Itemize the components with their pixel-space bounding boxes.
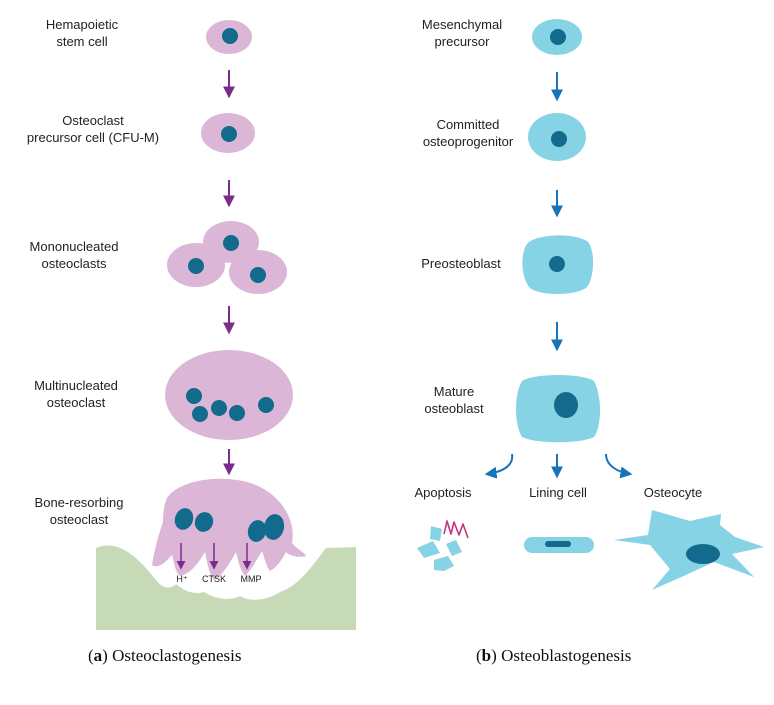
panel-osteoblastogenesis: Mesenchymal precursor Committed osteopro… bbox=[414, 17, 764, 590]
bone-resorbing-osteoclast bbox=[152, 478, 306, 580]
stage-label-mature-osteoblast-line2: osteoblast bbox=[424, 401, 484, 416]
stage-label-mesenchymal-line2: precursor bbox=[435, 34, 491, 49]
osteocyte bbox=[614, 510, 764, 590]
stage-label-multinucleated-line2: osteoclast bbox=[47, 395, 106, 410]
osteoclast-precursor-cell bbox=[201, 113, 255, 153]
mesenchymal-precursor-cell bbox=[532, 19, 582, 55]
fate-label-osteocyte: Osteocyte bbox=[644, 485, 703, 500]
arrow-to-osteocyte bbox=[605, 453, 633, 479]
stage-label-hemapoietic-line2: stem cell bbox=[56, 34, 107, 49]
fate-label-lining-cell: Lining cell bbox=[529, 485, 587, 500]
stage-label-resorbing-line2: osteoclast bbox=[50, 512, 109, 527]
caption-osteoblastogenesis: (b) Osteoblastogenesis bbox=[476, 646, 632, 665]
stage-label-mesenchymal-line1: Mesenchymal bbox=[422, 17, 502, 32]
caption-letter-a: a bbox=[93, 646, 103, 665]
stage-label-mononucleated-line1: Mononucleated bbox=[30, 239, 119, 254]
stage-label-precursor-line2: precursor cell (CFU-M) bbox=[27, 130, 159, 145]
preosteoblast-cell bbox=[522, 235, 594, 294]
secretion-label-mmp: MMP bbox=[241, 574, 262, 584]
stage-label-resorbing-line1: Bone-resorbing bbox=[35, 495, 124, 510]
fate-label-apoptosis: Apoptosis bbox=[414, 485, 472, 500]
hemapoietic-stem-cell bbox=[206, 20, 252, 54]
stage-label-hemapoietic-line1: Hemapoietic bbox=[46, 17, 119, 32]
secretion-label-hplus: H⁺ bbox=[176, 574, 187, 584]
caption-letter-b: b bbox=[481, 646, 492, 665]
stage-label-mononucleated-line2: osteoclasts bbox=[41, 256, 107, 271]
multinucleated-osteoclast bbox=[165, 350, 293, 440]
mature-osteoblast-cell bbox=[516, 375, 600, 443]
mononucleated-osteoclasts bbox=[167, 221, 287, 294]
apoptotic-cell-fragments bbox=[417, 520, 469, 571]
stage-label-multinucleated-line1: Multinucleated bbox=[34, 378, 118, 393]
bone-matrix bbox=[96, 545, 356, 630]
lining-cell bbox=[524, 537, 594, 553]
arrow-to-apoptosis bbox=[484, 453, 514, 479]
caption-title-a: Osteoclastogenesis bbox=[112, 646, 242, 665]
stage-label-precursor-line1: Osteoclast bbox=[62, 113, 124, 128]
apoptosis-squiggle bbox=[443, 520, 469, 539]
secretion-label-ctsk: CTSK bbox=[202, 574, 226, 584]
caption-osteoclastogenesis: (a) Osteoclastogenesis bbox=[88, 646, 242, 665]
caption-title-b: Osteoblastogenesis bbox=[501, 646, 632, 665]
committed-osteoprogenitor-cell bbox=[528, 113, 586, 161]
panel-osteoclastogenesis: Hemapoietic stem cell Osteoclast precurs… bbox=[27, 17, 356, 630]
stage-label-osteoprogenitor-line1: Committed bbox=[437, 117, 500, 132]
stage-label-osteoprogenitor-line2: osteoprogenitor bbox=[423, 134, 514, 149]
stage-label-preosteoblast-line1: Preosteoblast bbox=[421, 256, 501, 271]
stage-label-mature-osteoblast-line1: Mature bbox=[434, 384, 474, 399]
